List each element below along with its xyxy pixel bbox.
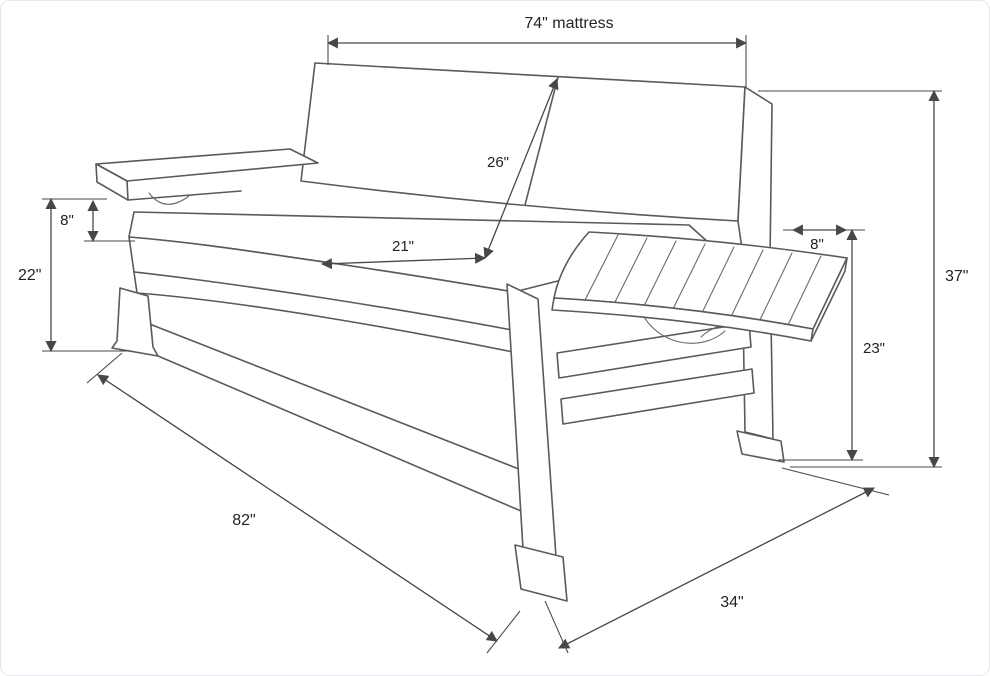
- left-armrest-corbel: [148, 192, 190, 205]
- side-rail-lower: [560, 368, 755, 425]
- dimension-line: [97, 374, 498, 642]
- dim-label-overall-height: 37": [945, 268, 968, 285]
- dimension-tray-depth: 8": [783, 224, 865, 253]
- dimension-line: [483, 77, 559, 260]
- front-right-post-foot: [514, 544, 568, 602]
- tray-corbel-curve-left: [640, 310, 726, 344]
- extension-line: [781, 467, 890, 496]
- tray-slat: [612, 237, 648, 307]
- dimension-seat-depth: 21": [320, 238, 487, 270]
- front-right-post: [506, 283, 557, 558]
- dim-label-tray-height: 23": [863, 340, 885, 357]
- dimension-overall-depth: 34": [544, 467, 890, 654]
- dim-label-overall-depth: 34": [720, 594, 743, 611]
- extension-line: [86, 352, 123, 384]
- front-lower-rail: [146, 322, 536, 518]
- dimension-mattress-width: 74" mattress: [326, 15, 748, 87]
- dim-label-seat-depth: 21": [392, 238, 414, 255]
- dimension-overall-height: 37": [758, 89, 968, 469]
- dim-label-seat-height: 22": [18, 267, 41, 284]
- dimension-tray-height: 23": [778, 228, 885, 462]
- side-rail-upper: [556, 322, 752, 379]
- tray-slat: [699, 246, 735, 318]
- dimension-line: [320, 252, 487, 270]
- dim-label-overall-length: 82": [232, 512, 255, 529]
- dimension-arm-height: 8": [60, 199, 135, 243]
- futon-drawing: [95, 62, 848, 602]
- back-frame-panel: [737, 86, 773, 261]
- tray-right-edge: [810, 257, 848, 342]
- dim-label-mattress-width: 74" mattress: [524, 15, 613, 32]
- dimension-overall-length: 82": [86, 352, 521, 654]
- tray-slat: [786, 255, 822, 328]
- left-armrest-top: [95, 148, 319, 182]
- tray-slat: [641, 240, 677, 311]
- tray-slat: [757, 252, 793, 325]
- dimension-line: [558, 487, 875, 649]
- tray-slat: [583, 234, 619, 303]
- dimension-seat-height: 22": [18, 197, 131, 353]
- backrest-cushion: [300, 62, 746, 222]
- dim-label-tray-depth: 8": [810, 236, 824, 253]
- dim-label-arm-height: 8": [60, 212, 74, 229]
- dimension-back-cushion: 26": [483, 77, 559, 260]
- tray-slat: [670, 243, 706, 314]
- tray-slat: [728, 249, 764, 322]
- rear-right-leg-foot: [736, 430, 785, 463]
- extension-line: [486, 610, 521, 654]
- dim-label-back-cushion: 26": [487, 154, 509, 171]
- left-armrest-underside: [127, 190, 242, 201]
- front-left-leg: [111, 287, 159, 357]
